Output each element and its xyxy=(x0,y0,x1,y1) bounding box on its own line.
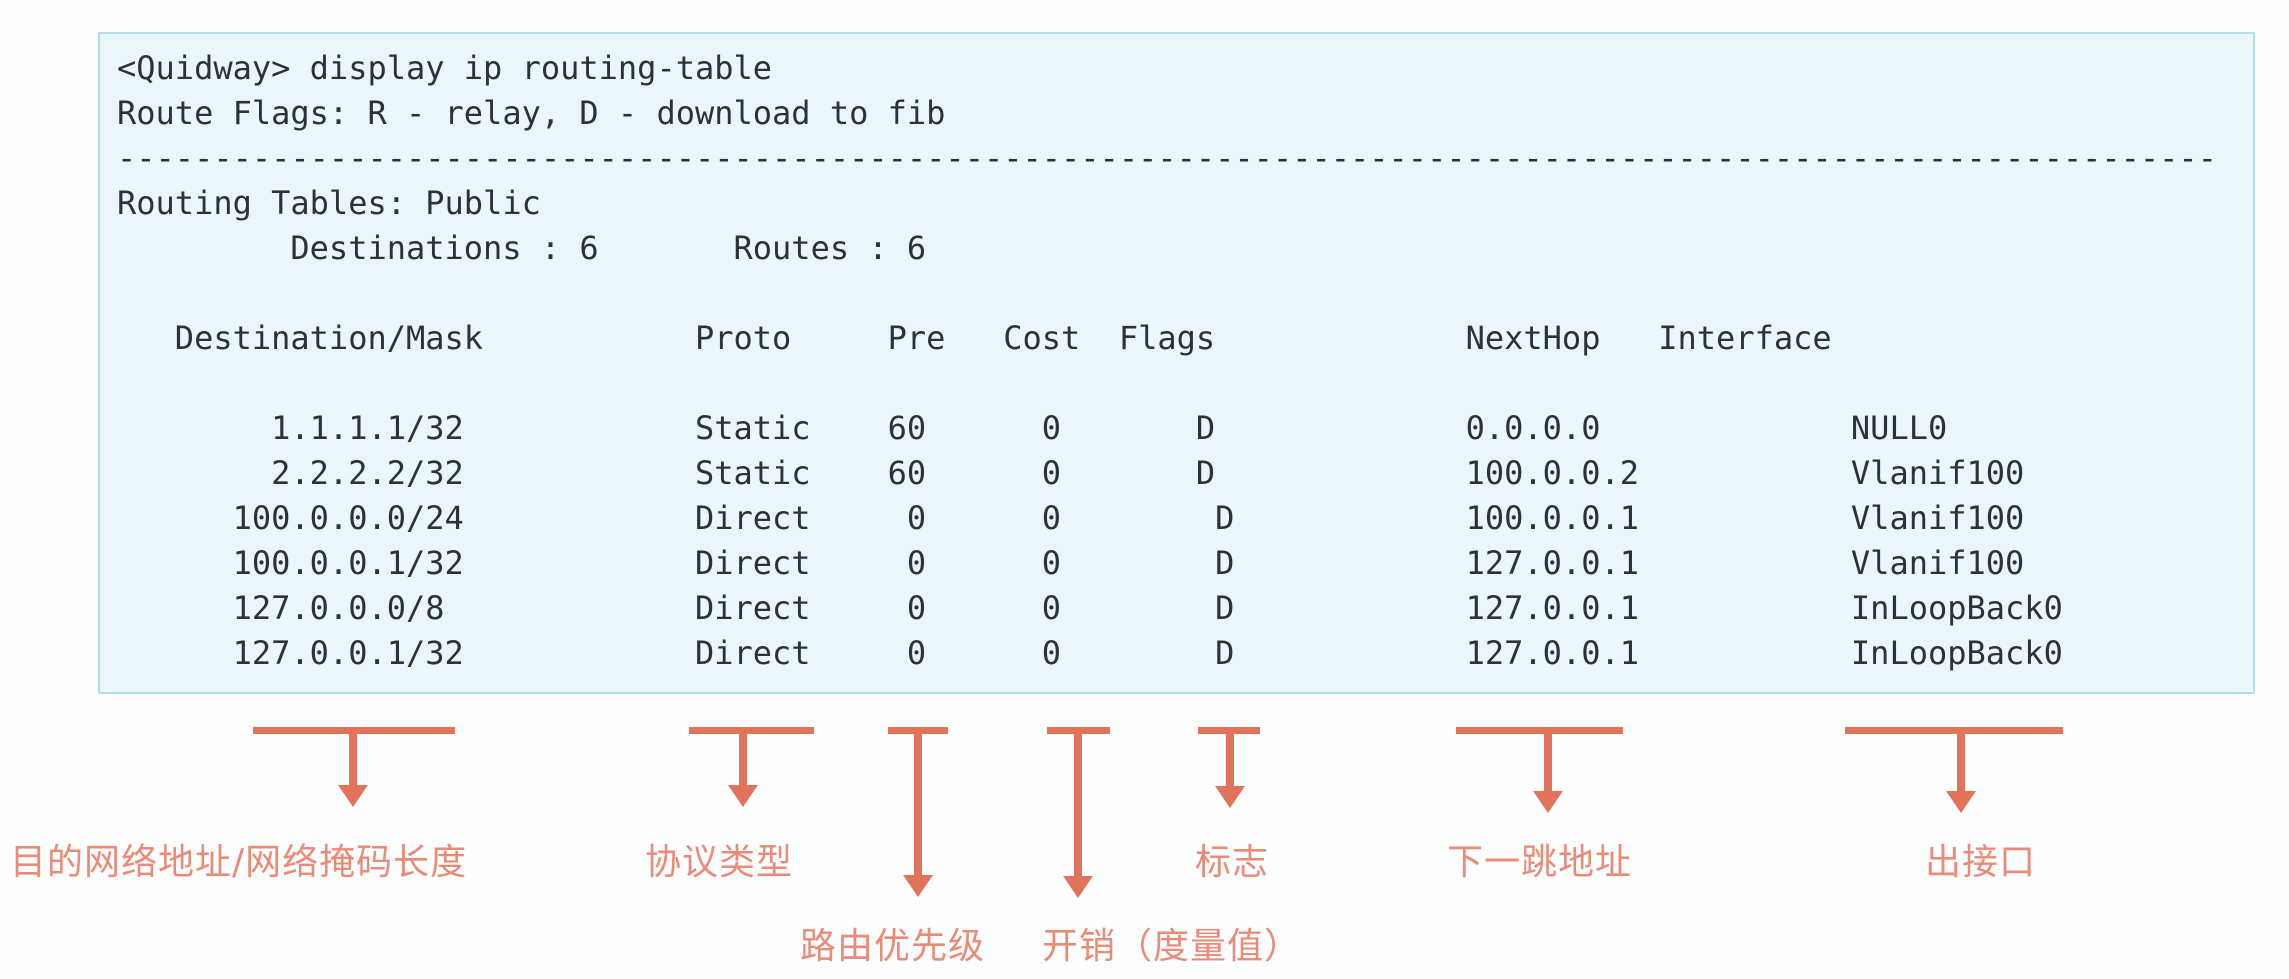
column-marker-bar xyxy=(1845,727,2063,734)
arrow-stem xyxy=(1226,727,1234,788)
arrow-down-icon xyxy=(1946,791,1976,813)
route-table-row: 127.0.0.1/32 Direct 0 0 D 127.0.0.1 InLo… xyxy=(117,634,2063,672)
column-marker-bar xyxy=(1456,727,1623,734)
terminal-counts-line: Destinations : 6 Routes : 6 xyxy=(117,229,927,267)
terminal-route-flags-line: Route Flags: R - relay, D - download to … xyxy=(117,94,946,132)
arrow-down-icon xyxy=(1063,876,1093,898)
route-table-row: 2.2.2.2/32 Static 60 0 D 100.0.0.2 Vlani… xyxy=(117,454,2025,492)
arrow-stem xyxy=(739,727,747,787)
annotation-label: 协议类型 xyxy=(645,842,794,883)
arrow-down-icon xyxy=(1533,791,1563,813)
annotation-label: 下一跳地址 xyxy=(1447,842,1633,883)
annotation-label: 标志 xyxy=(1195,842,1270,883)
annotation-label: 目的网络地址/网络掩码长度 xyxy=(10,842,468,883)
terminal-command-line: <Quidway> display ip routing-table xyxy=(117,49,773,87)
annotation-label: 开销（度量值） xyxy=(1042,926,1302,967)
arrow-down-icon xyxy=(728,785,758,807)
route-table-header-row: Destination/Mask Proto Pre Cost Flags Ne… xyxy=(117,319,1832,357)
arrow-stem xyxy=(1074,727,1082,878)
arrow-stem xyxy=(349,727,357,787)
route-table-row: 1.1.1.1/32 Static 60 0 D 0.0.0.0 NULL0 xyxy=(117,409,1948,447)
route-table-row: 100.0.0.1/32 Direct 0 0 D 127.0.0.1 Vlan… xyxy=(117,544,2025,582)
arrow-down-icon xyxy=(903,875,933,897)
arrow-stem xyxy=(1544,727,1552,793)
route-table-row: 127.0.0.0/8 Direct 0 0 D 127.0.0.1 InLoo… xyxy=(117,589,2063,627)
annotation-label: 路由优先级 xyxy=(800,926,986,967)
route-table-row: 100.0.0.0/24 Direct 0 0 D 100.0.0.1 Vlan… xyxy=(117,499,2025,537)
arrow-stem xyxy=(1957,727,1965,793)
terminal-separator-line: ----------------------------------------… xyxy=(117,139,2217,177)
column-marker-bar xyxy=(689,727,814,734)
arrow-stem xyxy=(914,727,922,877)
annotation-label: 出接口 xyxy=(1925,842,2037,883)
arrow-down-icon xyxy=(1215,786,1245,808)
terminal-routing-tables-line: Routing Tables: Public xyxy=(117,184,541,222)
arrow-down-icon xyxy=(338,785,368,807)
